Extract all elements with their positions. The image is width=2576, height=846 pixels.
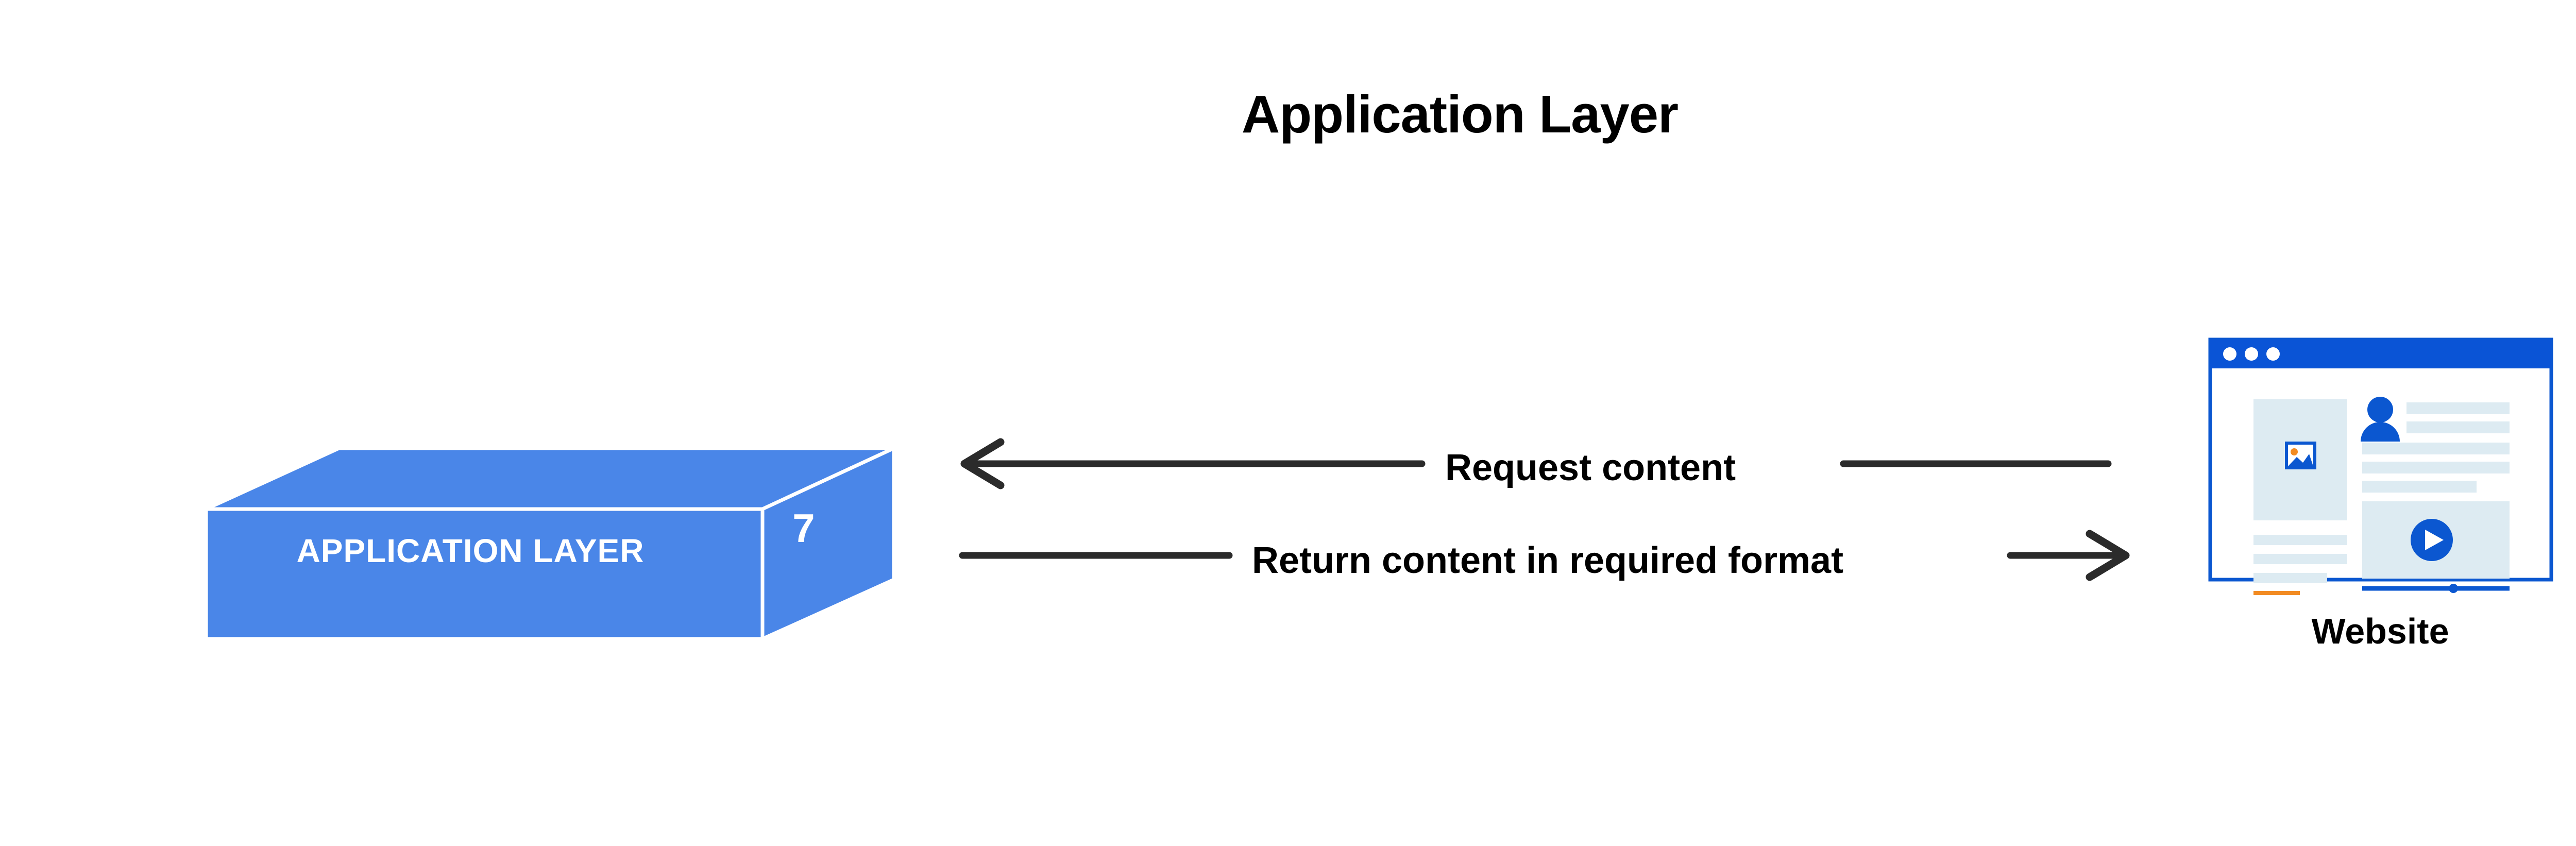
layer-box-number-label: 7 (792, 505, 815, 551)
text-line (2253, 535, 2347, 545)
flow-arrow-shapes (959, 438, 2130, 581)
return-content-label: Return content in required format (1252, 540, 1844, 581)
cta-button (2253, 591, 2300, 595)
website-caption-label: Website (2311, 611, 2449, 651)
text-line (2253, 554, 2347, 564)
text-line (2253, 573, 2327, 583)
website-illustration (2208, 337, 2558, 595)
text-line (2362, 481, 2477, 493)
response-arrow (959, 530, 2130, 581)
text-line (2406, 402, 2510, 414)
flow-arrows: Request content Return content in requir… (953, 428, 2148, 598)
play-icon[interactable] (2411, 519, 2453, 561)
window-dot-icon (2223, 347, 2236, 361)
browser-title-bar (2210, 340, 2551, 368)
window-dot-icon (2266, 347, 2280, 361)
box-front-face (204, 507, 765, 639)
text-line (2406, 421, 2510, 433)
video-progress-handle (2449, 584, 2458, 593)
browser-window (2208, 337, 2553, 595)
layer-box-shape (204, 445, 896, 639)
layer-box-name-label: APPLICATION LAYER (296, 532, 645, 569)
application-layer-box: APPLICATION LAYER 7 (196, 433, 896, 639)
page-title: Application Layer (1241, 84, 1679, 144)
request-arrow (960, 438, 2112, 489)
text-line (2362, 443, 2510, 454)
image-icon (2285, 442, 2316, 469)
window-dot-icon (2245, 347, 2258, 361)
request-content-label: Request content (1445, 447, 1736, 488)
text-line (2362, 462, 2510, 473)
user-icon (2361, 397, 2400, 442)
